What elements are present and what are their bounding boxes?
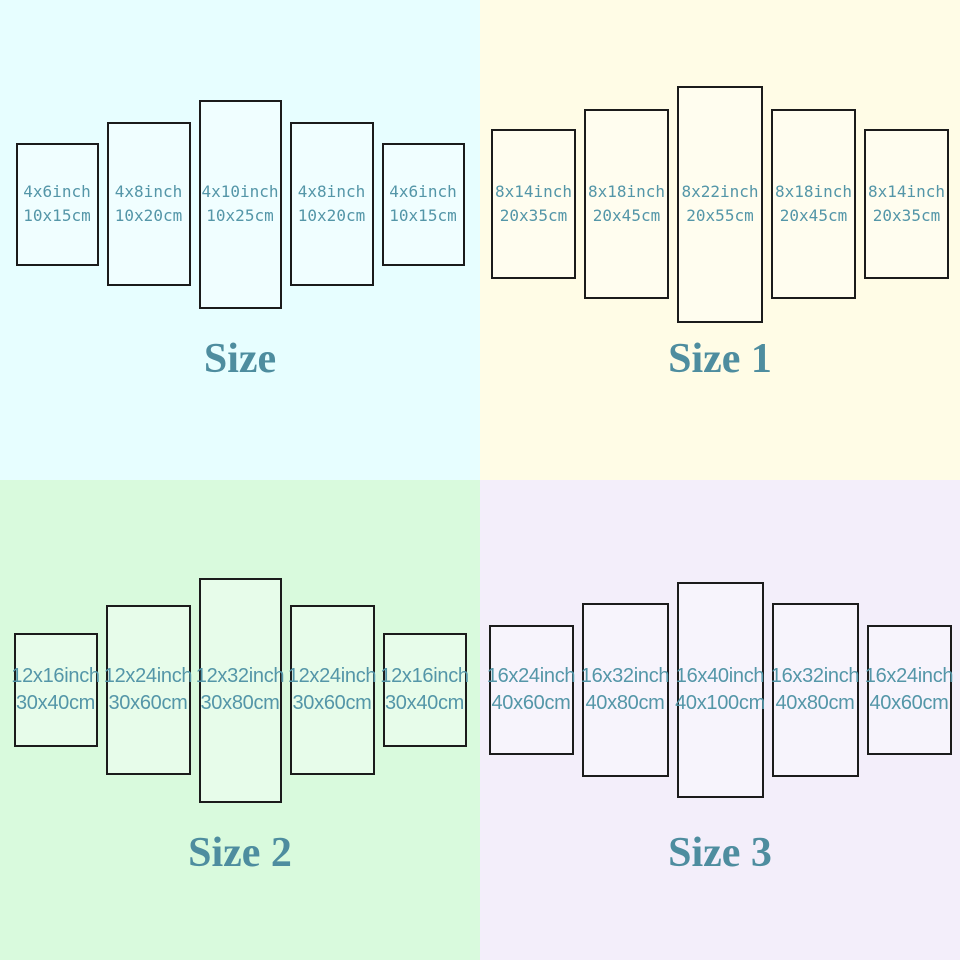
panel-size-inch: 12x16inch: [380, 665, 469, 687]
panel-size-inch: 16x40inch: [675, 665, 765, 687]
panel-size-cm: 20x45cm: [592, 206, 661, 225]
panel-size-cm: 40x60cm: [491, 692, 571, 714]
size-group-title: Size 1: [668, 336, 772, 382]
canvas-panel: 12x24inch 30x60cm: [103, 605, 193, 775]
panel-size-inch: 16x32inch: [580, 665, 670, 687]
panel-size-cm: 20x35cm: [499, 206, 568, 225]
panel-size-cm: 10x25cm: [206, 206, 274, 225]
panel-size-inch: 16x24inch: [486, 665, 576, 687]
panel-row: 16x24inch 40x60cm 16x32inch 40x80cm 16x4…: [480, 480, 960, 900]
canvas-panel: 12x24inch 30x60cm: [287, 605, 377, 775]
panel-size-inch: 4x8inch: [297, 182, 366, 201]
panel-size-inch: 4x8inch: [114, 182, 183, 201]
panel-size-inch: 12x24inch: [287, 665, 377, 687]
panel-size-inch: 8x14inch: [867, 182, 946, 201]
canvas-panel: 12x16inch 30x40cm: [380, 633, 469, 747]
canvas-panel: 8x18inch 20x45cm: [771, 109, 856, 299]
canvas-panel: 16x24inch 40x60cm: [486, 625, 576, 755]
panel-size-cm: 30x40cm: [384, 692, 465, 714]
panel-size-cm: 10x20cm: [114, 206, 183, 225]
panel-size-inch: 8x22inch: [681, 182, 759, 201]
panel-size-inch: 8x14inch: [494, 182, 573, 201]
canvas-panel: 16x32inch 40x80cm: [580, 603, 670, 777]
canvas-panel: 4x6inch 10x15cm: [15, 142, 99, 266]
panel-size-inch: 4x6inch: [389, 182, 457, 201]
panel-size-cm: 40x100cm: [675, 692, 765, 714]
panel-size-cm: 30x80cm: [200, 692, 280, 714]
panel-size-cm: 20x45cm: [779, 206, 848, 225]
quadrant-size-1: 8x14inch 20x35cm 8x18inch 20x45cm 8x22in…: [480, 0, 960, 480]
canvas-panel: 16x40inch 40x100cm: [675, 582, 765, 798]
panel-row: 8x14inch 20x35cm 8x18inch 20x45cm 8x22in…: [480, 0, 960, 408]
panel-row: 12x16inch 30x40cm 12x24inch 30x60cm 12x3…: [0, 480, 480, 900]
panel-size-cm: 30x40cm: [15, 692, 96, 714]
panel-size-inch: 8x18inch: [774, 182, 853, 201]
size-group-title: Size 2: [188, 830, 292, 876]
canvas-panel: 16x32inch 40x80cm: [770, 603, 860, 777]
panel-size-cm: 40x60cm: [869, 692, 949, 714]
panel-size-cm: 10x20cm: [297, 206, 366, 225]
panel-size-inch: 12x32inch: [195, 665, 285, 687]
panel-size-cm: 30x60cm: [292, 692, 372, 714]
panel-size-cm: 20x55cm: [686, 206, 754, 225]
canvas-panel: 4x8inch 10x20cm: [289, 122, 374, 286]
canvas-panel: 16x24inch 40x60cm: [864, 625, 954, 755]
panel-size-inch: 16x24inch: [864, 665, 954, 687]
canvas-panel: 8x14inch 20x35cm: [864, 129, 949, 279]
panel-size-inch: 12x24inch: [103, 665, 193, 687]
panel-size-inch: 4x10inch: [201, 182, 279, 201]
panel-size-inch: 12x16inch: [11, 665, 100, 687]
size-group-title: Size 3: [668, 830, 772, 876]
canvas-panel: 12x16inch 30x40cm: [11, 633, 100, 747]
canvas-panel: 4x8inch 10x20cm: [106, 122, 191, 286]
canvas-panel: 12x32inch 30x80cm: [195, 577, 285, 803]
quadrant-size-3: 16x24inch 40x60cm 16x32inch 40x80cm 16x4…: [480, 480, 960, 960]
canvas-panel: 4x10inch 10x25cm: [198, 99, 282, 309]
panel-size-cm: 40x80cm: [775, 692, 855, 714]
quadrant-size: 4x6inch 10x15cm 4x8inch 10x20cm 4x10inch…: [0, 0, 480, 480]
panel-size-inch: 16x32inch: [770, 665, 860, 687]
canvas-panel: 8x22inch 20x55cm: [677, 85, 763, 323]
panel-size-cm: 30x60cm: [108, 692, 188, 714]
canvas-panel: 4x6inch 10x15cm: [381, 142, 465, 266]
canvas-panel: 8x18inch 20x45cm: [584, 109, 669, 299]
panel-row: 4x6inch 10x15cm 4x8inch 10x20cm 4x10inch…: [0, 0, 480, 408]
panel-size-cm: 10x15cm: [23, 206, 91, 225]
size-group-title: Size: [203, 336, 277, 382]
panel-size-cm: 40x80cm: [585, 692, 665, 714]
panel-size-cm: 20x35cm: [872, 206, 941, 225]
panel-size-cm: 10x15cm: [389, 206, 457, 225]
quadrant-size-2: 12x16inch 30x40cm 12x24inch 30x60cm 12x3…: [0, 480, 480, 960]
panel-size-inch: 4x6inch: [23, 182, 91, 201]
canvas-panel: 8x14inch 20x35cm: [491, 129, 576, 279]
panel-size-inch: 8x18inch: [587, 182, 666, 201]
